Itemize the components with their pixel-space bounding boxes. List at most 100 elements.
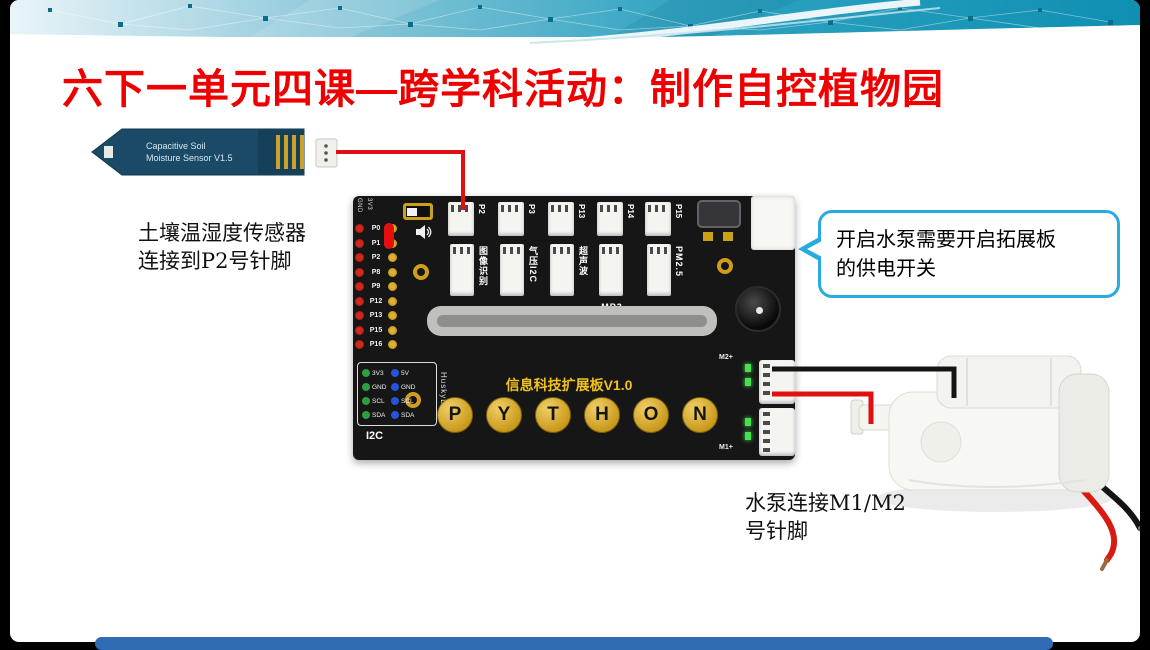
toggle-switch	[403, 203, 433, 220]
jst-connector	[647, 244, 671, 296]
motor-led	[745, 418, 751, 426]
pin-blue	[391, 397, 399, 405]
rail-label-3v3: 3V3	[366, 198, 372, 211]
pin-blue	[391, 383, 399, 391]
banner-network-graphic	[10, 0, 1140, 44]
edge-connector-slot	[427, 306, 717, 336]
p2-pin-highlight	[384, 223, 394, 249]
connector-pin-label: P2	[477, 204, 486, 214]
connector-pin-label: P14	[626, 204, 635, 219]
motor-label-m2: M2+	[719, 354, 733, 361]
buzzer	[735, 286, 781, 332]
touch-pad-t: T	[535, 397, 571, 433]
motor-label-m1: M1+	[719, 444, 733, 451]
module-column-p14: P14 MP3	[597, 202, 661, 362]
callout-line1: 开启水泵需要开启拓展板	[836, 227, 1056, 251]
touch-pad-y: Y	[486, 397, 522, 433]
pin-red	[355, 325, 364, 335]
pin-row: P9	[355, 280, 399, 293]
smd-component	[723, 232, 733, 241]
pin-blue	[391, 411, 399, 419]
pin-gold	[388, 296, 397, 306]
pin-gold	[388, 282, 397, 291]
usb-connector	[697, 200, 741, 228]
pin-gold	[388, 267, 397, 277]
pin-row: P15	[355, 324, 399, 337]
rail-label-gnd: GND	[356, 198, 362, 213]
callout-line2: 的供电开关	[836, 256, 936, 280]
pump-caption: 水泵连接M1/M2 号针脚	[745, 490, 906, 545]
motor-connector-m2	[759, 360, 795, 404]
pin-row: P2	[355, 251, 399, 264]
water-pump	[850, 355, 1140, 571]
slide-background: 六下一单元四课—跨学科活动：制作自控植物园 Capacitive Soil Mo…	[10, 0, 1140, 642]
i2c-label: I2C	[366, 430, 384, 442]
pin-row: P16	[355, 338, 399, 351]
sensor-caption-line1: 土壤温湿度传感器	[138, 221, 306, 245]
connector-pin-label: P13	[577, 204, 586, 219]
jst-connector	[498, 202, 524, 236]
pin-red	[355, 267, 364, 277]
module-column-p13: P13 超声波	[548, 202, 612, 362]
module-column-p2: P2 图像识别	[448, 202, 512, 362]
pin-row: P13	[355, 309, 399, 322]
soil-moisture-sensor: Capacitive Soil Moisture Sensor V1.5	[91, 128, 338, 176]
pin-gold	[388, 311, 397, 320]
pump-end-cap	[1058, 373, 1110, 493]
touch-pad-o: O	[633, 397, 669, 433]
pin-blue	[391, 369, 399, 377]
pin-gold	[388, 340, 397, 349]
motor-connector-m1	[759, 408, 795, 456]
jst-connector	[645, 202, 671, 236]
pin-green	[362, 411, 370, 419]
touch-pad-h: H	[584, 397, 620, 433]
jst-connector	[500, 244, 524, 296]
jst-connector	[597, 202, 623, 236]
smd-component	[703, 232, 713, 241]
module-label: 超声波	[578, 246, 588, 276]
sensor-caption-line2: 连接到P2号针脚	[138, 248, 292, 273]
pin-row: P8	[355, 266, 399, 279]
power-switch-housing	[751, 196, 795, 250]
module-label: 气压I2C	[528, 246, 538, 284]
board-title: 信息科技扩展板V1.0	[505, 377, 633, 393]
pump-caption-line2: 号针脚	[745, 518, 808, 543]
bottom-accent-bar	[95, 637, 1053, 650]
module-column-p15: P15 PM2.5	[645, 202, 709, 362]
pin-row: P12	[355, 295, 399, 308]
sensor-electronics-area	[258, 129, 304, 175]
pin-gold	[388, 253, 397, 262]
motor-led	[745, 432, 751, 440]
sensor-caption: 土壤温湿度传感器 连接到P2号针脚	[138, 220, 306, 275]
motor-led	[745, 364, 751, 372]
touch-pad-n: N	[682, 397, 718, 433]
mounting-hole	[413, 264, 429, 280]
huskylens-label: HuskyLens	[439, 372, 448, 421]
motor-led	[745, 378, 751, 386]
module-label: 图像识别	[478, 246, 488, 286]
jst-connector	[448, 202, 474, 236]
mounting-hole	[405, 392, 421, 408]
connector-pin-label: P15	[674, 204, 683, 219]
sensor-label-line1: Capacitive Soil	[146, 141, 206, 151]
pin-red	[355, 296, 364, 306]
pin-green	[362, 397, 370, 405]
pin-red	[355, 311, 364, 320]
pin-green	[362, 369, 370, 377]
python-touch-pads: P Y T H O N	[437, 397, 718, 433]
jst-connector	[550, 244, 574, 296]
connector-pin-label: P3	[527, 204, 536, 214]
mounting-hole	[717, 258, 733, 274]
speaker-icon	[416, 225, 432, 239]
sensor-chip	[104, 146, 113, 158]
pump-impeller-cover	[920, 421, 962, 463]
touch-pad-p: P	[437, 397, 473, 433]
jst-connector	[599, 244, 623, 296]
speech-callout: 开启水泵需要开启拓展板 的供电开关	[798, 210, 1120, 298]
pin-green	[362, 383, 370, 391]
pump-caption-line1: 水泵连接M1/M2	[745, 491, 906, 515]
